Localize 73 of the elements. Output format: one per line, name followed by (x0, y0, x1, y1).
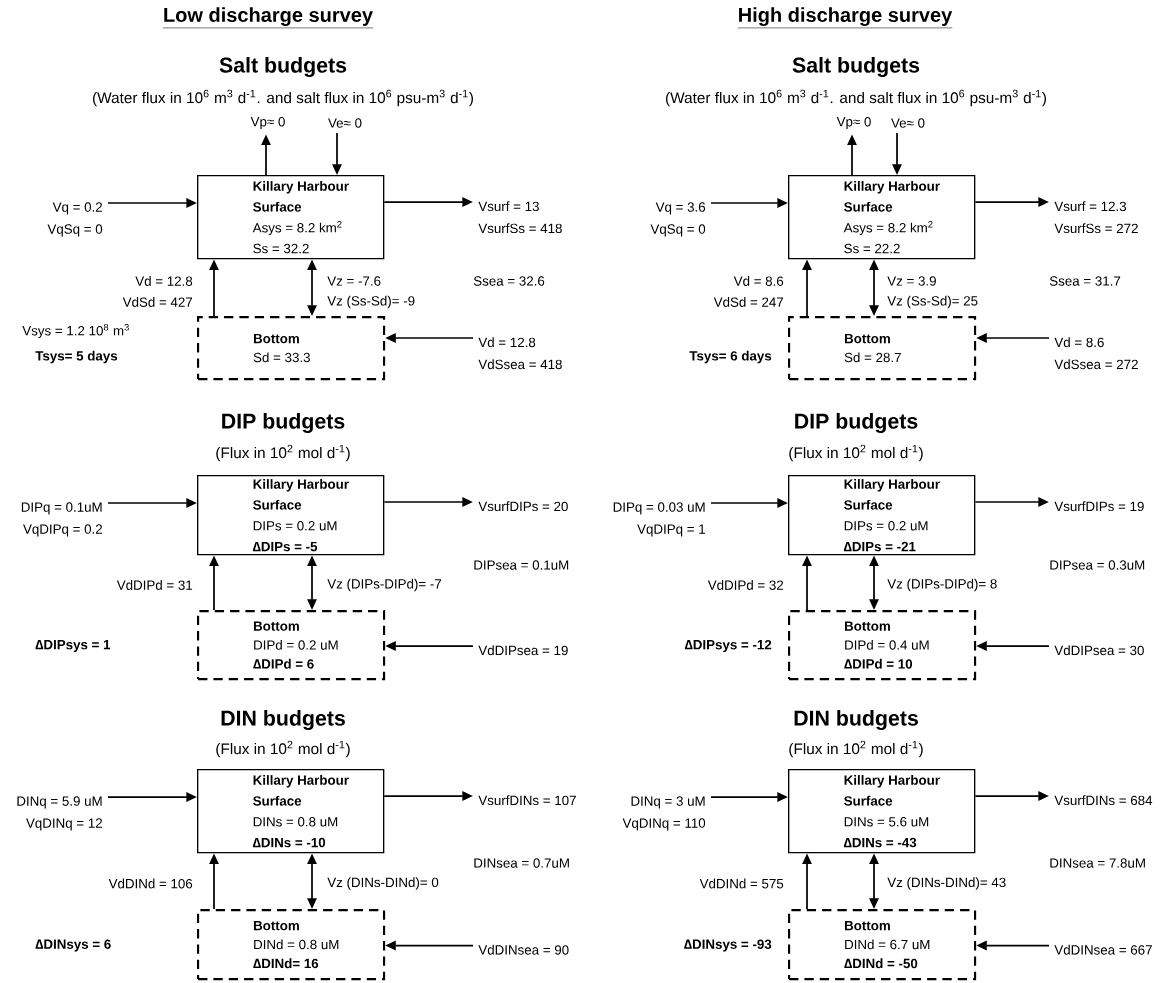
flux-label: VsurfDIPs = 19 (1054, 501, 1144, 512)
section-heading: DIP budgets (222, 413, 345, 433)
flux-label: Vd = 12.8 (135, 276, 193, 286)
flux-label: VsurfDIPs = 20 (478, 501, 568, 512)
section-heading: DIN budgets (221, 710, 345, 730)
flux-label: VdDINd = 106 (108, 878, 193, 889)
flux-label: VdSd = 427 (122, 297, 193, 307)
surface-box: Killary Harbour Surface DINs = 0.8 uM ∆DINs = -10 (197, 769, 385, 854)
flux-label: DIPq = 0.03 uM VqDIPq = 1 (613, 502, 705, 537)
flux-label: VdDINsea = 667 (1054, 944, 1152, 955)
surface-box: Killary Harbour Surface Asys = 8.2 km$^{2}$ Ss = 22.2 (788, 175, 976, 260)
system-label: Tsys= 5 days (35, 350, 118, 364)
flux-label: Vz (DINs-DINd)= 0 (327, 877, 439, 890)
section-heading: DIP budgets (795, 413, 918, 433)
system-label: ∆DIPsys = 1 (35, 640, 111, 652)
flux-label: Vq = 3.6 VqSq = 0 (650, 202, 706, 237)
system-label: ∆DINsys = -93 (684, 939, 772, 952)
bottom-box: Bottom DIPd = 0.2 uM ∆DIPd = 6 (197, 610, 386, 681)
flux-label: VdDIPsea = 19 (478, 645, 568, 656)
system-label: ∆DINsys = 6 (35, 939, 111, 952)
flux-label: Vsurf = 12.3 VsurfSs = 272 (1054, 201, 1138, 234)
bottom-box: Bottom Sd = 28.7 (788, 316, 977, 381)
flux-label: Vp≈ 0 (836, 116, 871, 130)
bottom-box: Bottom Sd = 33.3 (197, 316, 386, 381)
system-label: Tsys= 6 days (689, 350, 772, 364)
bottom-box: Bottom DIPd = 0.4 uM ∆DIPd = 10 (788, 610, 977, 681)
flux-label: Ve≈ 0 (328, 118, 362, 128)
flux-label: Ve≈ 0 (891, 118, 925, 128)
flux-label: Vp≈ 0 (250, 116, 285, 130)
concentration-label: Ssea = 31.7 (1049, 276, 1121, 286)
flux-label: Vz (Ss-Sd)= 25 (887, 295, 978, 309)
flux-label: Vz (DIPs-DIPd)= -7 (327, 578, 442, 592)
flux-label: VdSd = 247 (713, 297, 784, 307)
flux-label: Vsurf = 13 VsurfSs = 418 (478, 201, 562, 234)
flux-label: DINq = 3 uM VqDINq = 110 (622, 796, 706, 831)
section-heading: Salt budgets (792, 57, 920, 77)
units-note: (Water flux in 10$^{6}$ m$^{3}$ d$^{-1}$. and salt flux in 10$^{6}$ psu-m$^{3}$ d$^{-1}$) (93, 89, 473, 107)
concentration-label: DIPsea = 0.3uM (1050, 560, 1145, 570)
section-heading: Salt budgets (219, 57, 347, 77)
flux-label: Vd = 8.6 VdSsea = 272 (1054, 337, 1138, 370)
bottom-box: Bottom DINd = 6.7 uM ∆DINd = -50 (788, 909, 977, 981)
flux-label: Vd = 12.8 VdSsea = 418 (478, 337, 562, 370)
flux-label: VsurfDINs = 684 (1054, 795, 1153, 806)
concentration-label: DIPsea = 0.1uM (474, 560, 569, 570)
flux-label: VdDINsea = 90 (478, 944, 569, 955)
flux-label: VdDINd = 575 (699, 878, 784, 889)
flux-label: Vz (Ss-Sd)= -9 (327, 295, 415, 309)
concentration-label: DINsea = 0.7uM (474, 858, 569, 868)
flux-label: Vq = 0.2 VqSq = 0 (47, 202, 103, 237)
flux-label: VdDIPsea = 30 (1054, 645, 1144, 656)
concentration-label: Ssea = 32.6 (473, 276, 545, 286)
column-heading: Low discharge survey (162, 7, 374, 29)
flux-label: Vd = 8.6 (733, 276, 784, 286)
section-heading: DIN budgets (794, 710, 918, 730)
bottom-box: Bottom DINd = 0.8 uM ∆DINd= 16 (197, 909, 386, 981)
flux-label: DIPq = 0.1uM VqDIPq = 0.2 (21, 502, 102, 537)
surface-box: Killary Harbour Surface DIPs = 0.2 uM ∆DIPs = -5 (197, 475, 385, 556)
units-note: (Water flux in 10$^{6}$ m$^{3}$ d$^{-1}$. and salt flux in 10$^{6}$ psu-m$^{3}$ d$^{-1}$) (666, 89, 1046, 107)
surface-box: Killary Harbour Surface Asys = 8.2 km$^{2}$ Ss = 32.2 (197, 175, 385, 260)
flux-label: DINq = 5.9 uM VqDINq = 12 (17, 796, 102, 831)
flux-label: VdDIPd = 31 (116, 580, 193, 590)
column-heading: High discharge survey (737, 7, 953, 29)
flux-label: Vz (DIPs-DIPd)= 8 (887, 578, 997, 592)
flux-label: Vz = 3.9 (887, 276, 936, 286)
flux-label: Vz (DINs-DINd)= 43 (887, 877, 1006, 890)
flux-label: Vz = -7.6 (327, 276, 381, 286)
concentration-label: DINsea = 7.8uM (1050, 858, 1145, 868)
flux-label: VdDIPd = 32 (707, 580, 784, 590)
system-label: ∆DIPsys = -12 (684, 640, 772, 653)
flux-label: VsurfDINs = 107 (478, 795, 576, 806)
surface-box: Killary Harbour Surface DIPs = 0.2 uM ∆DIPs = -21 (788, 475, 976, 556)
system-label: Vsys = 1.2 10$^{8}$ m$^{3}$ (22, 323, 129, 339)
surface-box: Killary Harbour Surface DINs = 5.6 uM ∆DINs = -43 (788, 769, 976, 854)
